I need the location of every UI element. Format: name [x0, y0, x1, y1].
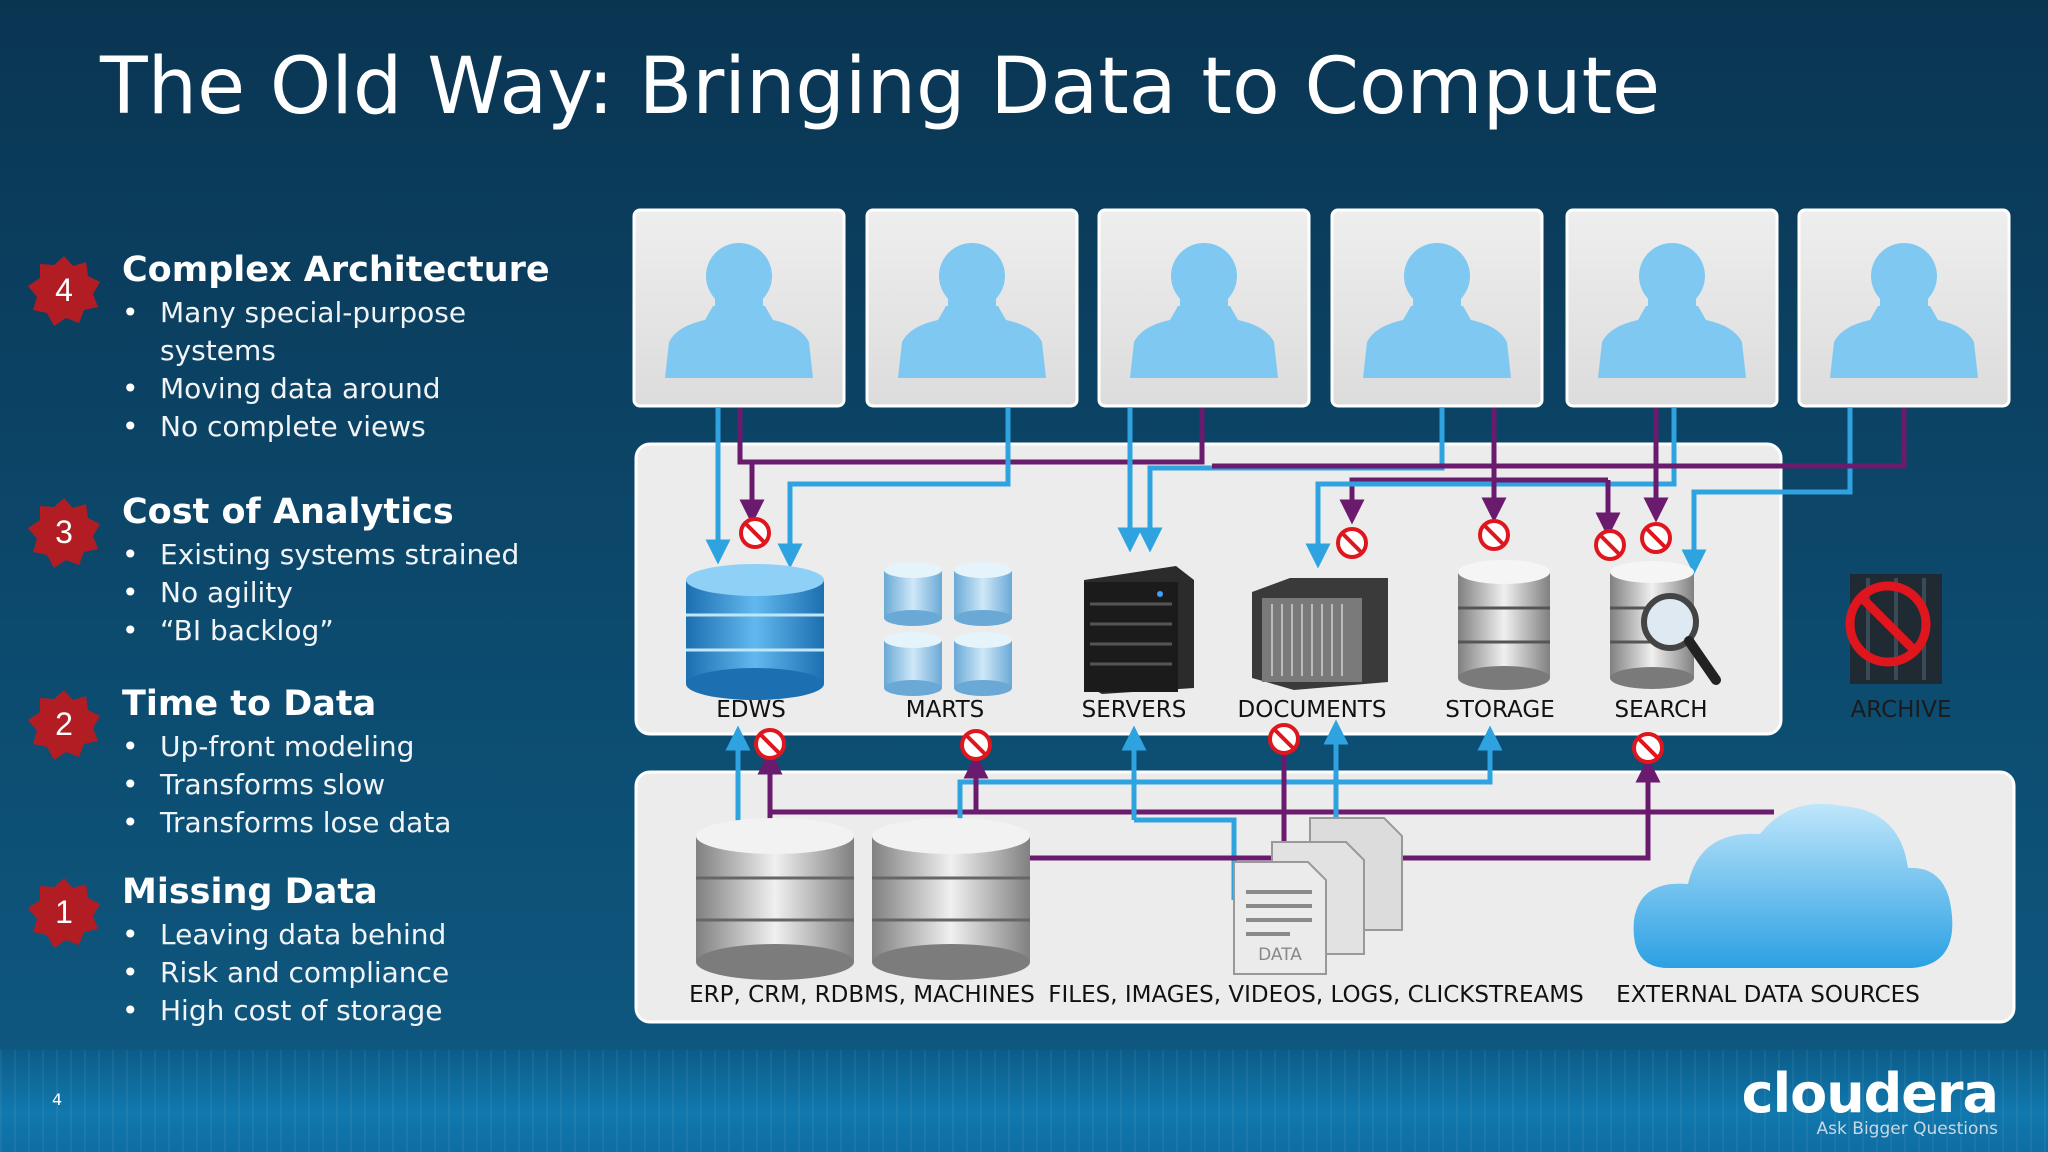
no-entry-icon [1845, 581, 1931, 667]
external-label: EXTERNAL DATA SOURCES [1616, 982, 1920, 1008]
footer-band [0, 1050, 2048, 1152]
logo-wordmark: cloudera [1741, 1062, 1999, 1125]
no-entry-icon [1336, 527, 1368, 559]
erp-database-icon [696, 818, 854, 980]
files-label: FILES, IMAGES, VIDEOS, LOGS, CLICKSTREAM… [1048, 982, 1583, 1008]
badge-2: 2 [24, 684, 104, 764]
badge-number: 4 [55, 272, 73, 308]
no-entry-icon [1594, 529, 1626, 561]
user-connections [705, 408, 1907, 575]
no-entry-icon [1478, 519, 1510, 551]
badge-number: 3 [55, 514, 73, 550]
marts-label: MARTS [906, 697, 985, 723]
document-stack-icon: DATA [1233, 817, 1403, 975]
server-icon [1084, 566, 1194, 694]
user-box [1097, 208, 1311, 408]
bullet: Existing systems strained [122, 536, 580, 574]
item-bullets: Many special-purpose systems Moving data… [122, 294, 580, 446]
archive-label: ARCHIVE [1851, 697, 1952, 723]
marts-database-icon [884, 562, 1012, 696]
erp-label: ERP, CRM, RDBMS, MACHINES [689, 982, 1035, 1008]
servers-label: SERVERS [1082, 697, 1187, 723]
badge-3: 3 [24, 492, 104, 572]
no-entry-icon [1632, 732, 1664, 764]
user-box [632, 208, 846, 408]
user-box [1330, 208, 1544, 408]
bullet: Transforms lose data [122, 804, 580, 842]
badge-1: 1 [24, 872, 104, 952]
rdbms-database-icon [872, 818, 1030, 980]
badge-number: 2 [55, 706, 73, 742]
bullet: Moving data around [122, 370, 580, 408]
starburst-badge-icon [28, 878, 100, 948]
item-bullets: Existing systems strained No agility “BI… [122, 536, 580, 650]
item-heading: Time to Data [122, 684, 377, 724]
edws-label: EDWS [716, 697, 786, 723]
slide-number: 4 [52, 1090, 63, 1109]
starburst-badge-icon [28, 498, 100, 568]
item-heading: Cost of Analytics [122, 492, 454, 532]
document-text: DATA [1258, 945, 1302, 965]
problem-list: 4 Complex Architecture Many special-purp… [0, 0, 620, 1060]
starburst-badge-icon [28, 690, 100, 760]
archive-icon [1845, 574, 1942, 684]
bullet: Many special-purpose systems [122, 294, 580, 370]
cloudera-logo: cloudera Ask Bigger Questions [1741, 1062, 1999, 1139]
documents-storage-array-icon [1252, 578, 1388, 690]
badge-4: 4 [24, 250, 104, 330]
badge-number: 1 [55, 894, 73, 930]
bullet: No agility [122, 574, 580, 612]
user-box [1797, 208, 2011, 408]
search-database-icon [1610, 561, 1721, 689]
item-heading: Missing Data [122, 872, 378, 912]
storage-database-icon [1458, 560, 1550, 690]
user-box [865, 208, 1079, 408]
user-box [1565, 208, 1779, 408]
starburst-badge-icon [28, 256, 100, 326]
no-entry-icon [739, 517, 771, 549]
logo-tagline: Ask Bigger Questions [1816, 1119, 1998, 1139]
no-entry-icon [754, 728, 786, 760]
bullet: Up-front modeling [122, 728, 580, 766]
no-entry-icon [1640, 522, 1672, 554]
item-heading: Complex Architecture [122, 250, 550, 290]
magnifier-icon [1641, 593, 1721, 685]
bullet: Transforms slow [122, 766, 580, 804]
search-label: SEARCH [1614, 697, 1707, 723]
bullet: Risk and compliance [122, 954, 580, 992]
no-entry-icon [960, 729, 992, 761]
no-entry-icon [1268, 723, 1300, 755]
bullet: Leaving data behind [122, 916, 580, 954]
slide-title: The Old Way: Bringing Data to Compute [100, 42, 1661, 132]
bullet: “BI backlog” [122, 612, 580, 650]
bullet: No complete views [122, 408, 580, 446]
storage-label: STORAGE [1445, 697, 1555, 723]
edws-database-icon [686, 564, 824, 700]
documents-label: DOCUMENTS [1238, 697, 1387, 723]
item-bullets: Up-front modeling Transforms slow Transf… [122, 728, 580, 842]
cloud-icon [1633, 803, 1953, 968]
user-row [632, 208, 2011, 408]
item-bullets: Leaving data behind Risk and compliance … [122, 916, 580, 1030]
bullet: High cost of storage [122, 992, 580, 1030]
